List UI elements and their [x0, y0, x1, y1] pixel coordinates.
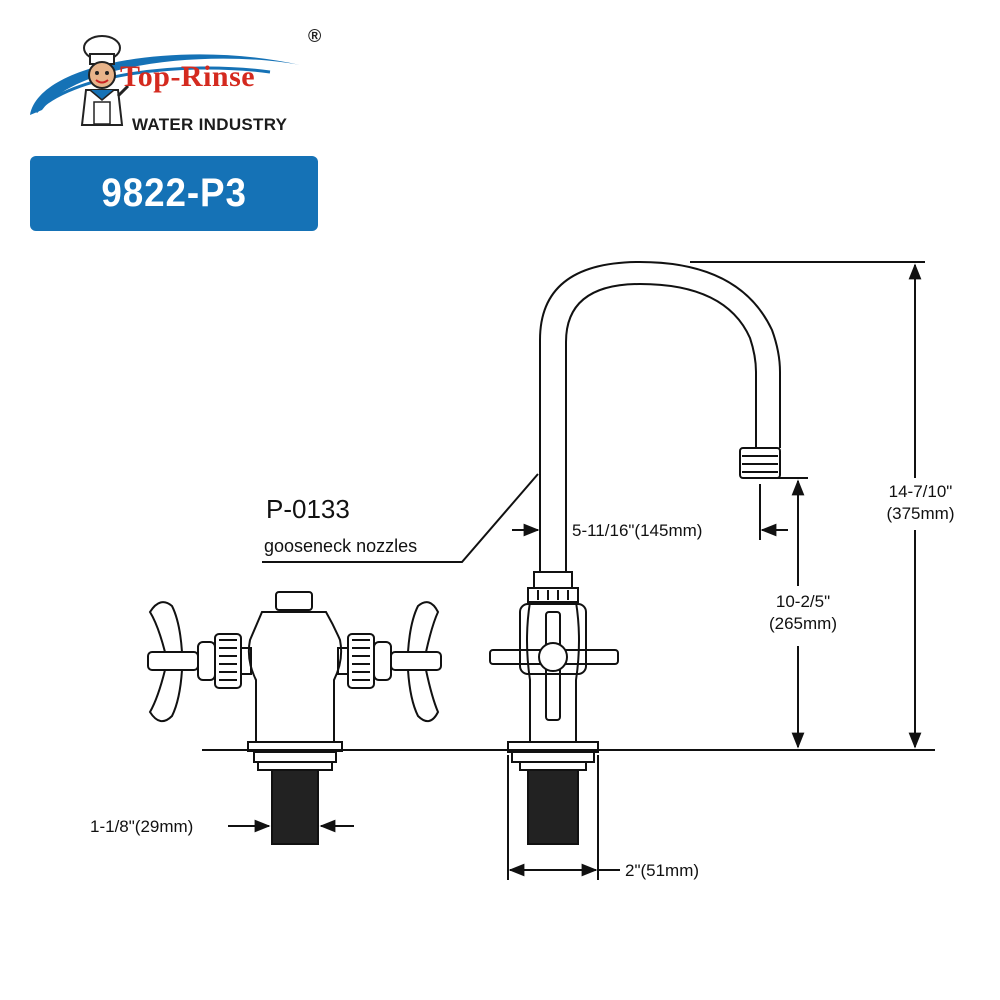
- chef-mascot-icon: [80, 35, 130, 126]
- front-cross-handle: [489, 611, 619, 721]
- overall-height-inches: 14-7/10": [888, 482, 953, 501]
- dim-reach-lines: [512, 484, 788, 540]
- dim-overall-height-lines: [690, 261, 925, 749]
- outlet-height-dimension: 10-2/5" (265mm): [748, 591, 858, 635]
- dual-valve-body: [197, 591, 392, 771]
- model-number: 9822-P3: [101, 171, 247, 215]
- brand-subtitle: WATER INDUSTRY: [132, 115, 288, 134]
- shank-diameter-dimension: 1-1/8"(29mm): [90, 817, 194, 836]
- part-description-label: gooseneck nozzles: [264, 536, 418, 556]
- dim-outlet-height-lines: [760, 477, 808, 749]
- outlet-height-mm: (265mm): [768, 614, 837, 633]
- left-threaded-shank: [271, 769, 319, 845]
- registered-trademark-icon: ®: [308, 26, 322, 46]
- part-number-label: P-0133: [266, 494, 350, 524]
- callout-leader-line: [262, 473, 539, 563]
- brand-name: Top-Rinse: [120, 60, 256, 93]
- spout-reach-dimension: 5-11/16"(145mm): [572, 521, 703, 540]
- outlet-height-inches: 10-2/5": [775, 592, 831, 611]
- overall-height-dimension: 14-7/10" (375mm): [868, 481, 973, 525]
- overall-height-mm: (375mm): [886, 504, 955, 523]
- gooseneck-spout: [527, 260, 781, 603]
- right-threaded-shank: [527, 769, 579, 845]
- brand-logo: [30, 35, 300, 126]
- model-badge: 9822-P3: [30, 156, 318, 231]
- dim-base-lines: [507, 755, 620, 880]
- left-cross-handle: [147, 601, 199, 723]
- right-cross-handle: [390, 601, 442, 723]
- single-valve-body: [507, 601, 599, 771]
- base-width-dimension: 2"(51mm): [625, 861, 700, 880]
